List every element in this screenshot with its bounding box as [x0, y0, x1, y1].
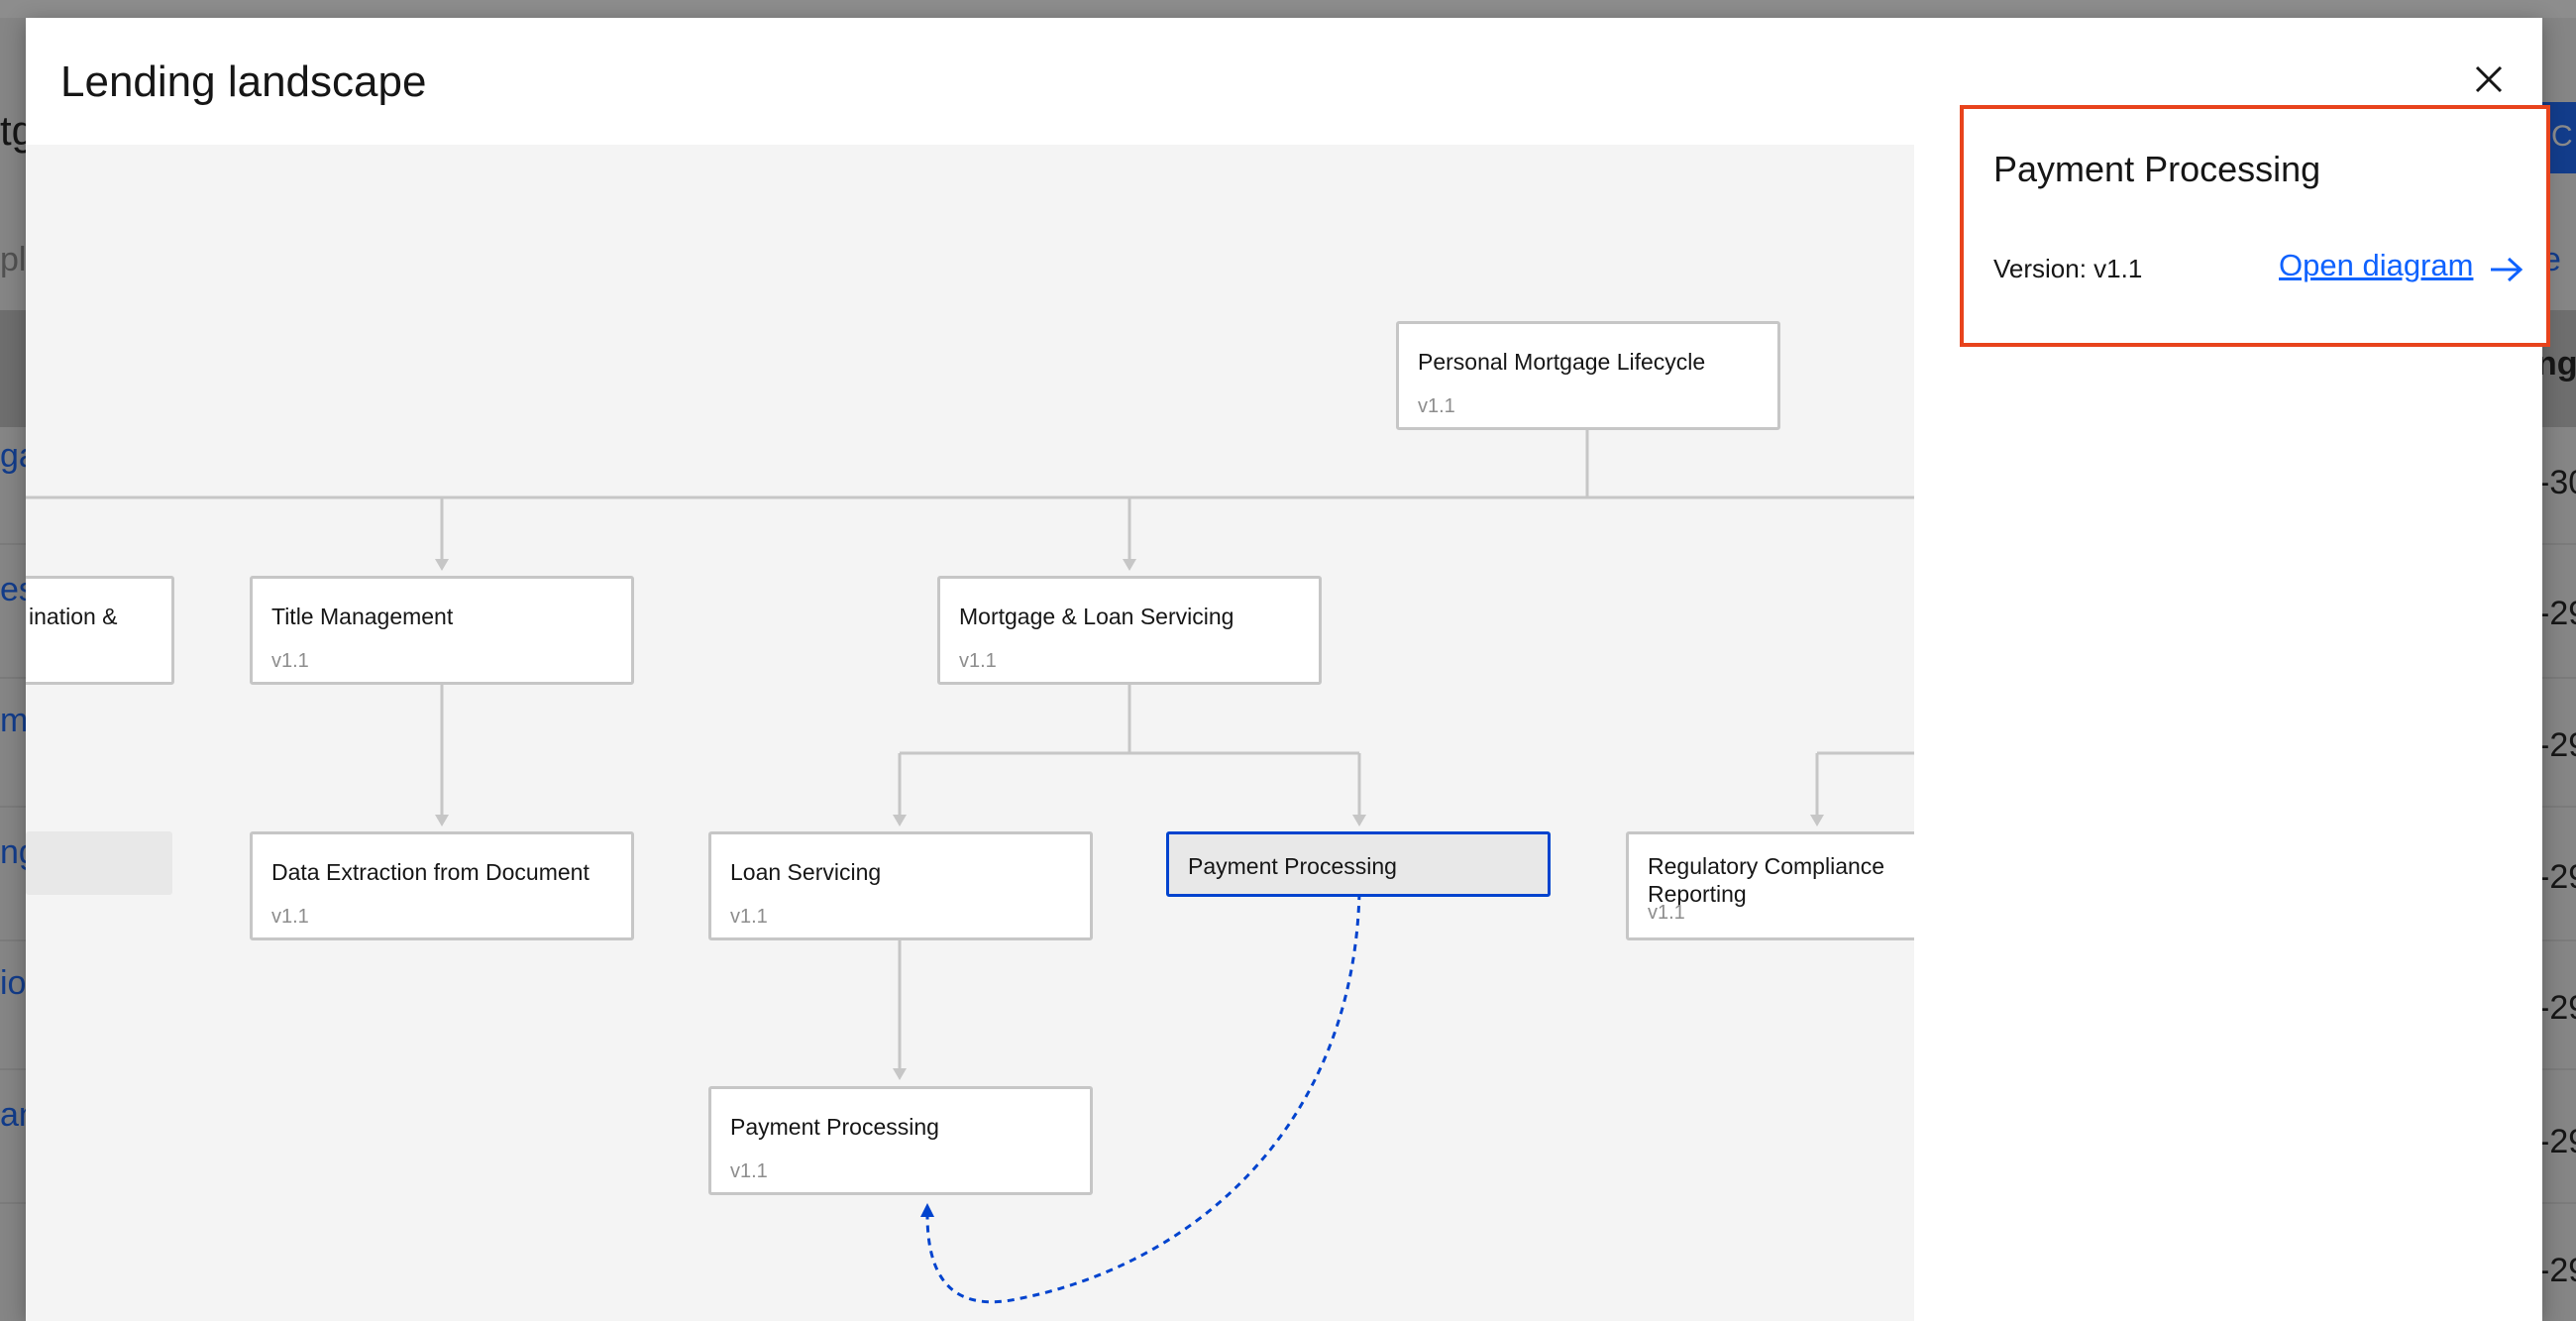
node-version: v1.1 [1418, 395, 1455, 418]
node-loan-servicing[interactable]: Loan Servicing v1.1 [708, 831, 1093, 940]
close-icon [2459, 50, 2519, 109]
details-panel: Payment Processing Version: v1.1 Open di… [1960, 105, 2550, 347]
node-label: Data Extraction from Document [271, 858, 631, 886]
node-placeholder [26, 831, 172, 895]
panel-title: Payment Processing [1993, 149, 2320, 190]
node-version: v1.1 [1648, 902, 1685, 925]
node-personal-mortgage-lifecycle[interactable]: Personal Mortgage Lifecycle v1.1 [1396, 321, 1780, 430]
diagram-canvas[interactable]: Personal Mortgage Lifecycle v1.1 ination… [26, 145, 1914, 1321]
node-label: Loan Servicing [730, 858, 1090, 886]
open-diagram-link[interactable]: Open diagram [2279, 248, 2473, 283]
modal-title: Lending landscape [60, 57, 426, 107]
node-label: Payment Processing [730, 1113, 1090, 1141]
node-version: v1.1 [959, 650, 997, 673]
node-mortgage-loan-servicing[interactable]: Mortgage & Loan Servicing v1.1 [937, 576, 1322, 685]
node-version: v1.1 [271, 650, 309, 673]
node-label: Personal Mortgage Lifecycle [1418, 348, 1777, 376]
node-version: v1.1 [730, 1160, 768, 1183]
node-label: Regulatory Compliance Reporting [1648, 852, 1914, 908]
node-label: ination & [29, 603, 171, 630]
node-regulatory-compliance[interactable]: Regulatory Compliance Reporting v1.1 [1626, 831, 1914, 940]
node-payment-processing[interactable]: Payment Processing v1.1 [708, 1086, 1093, 1195]
node-label: Title Management [271, 603, 631, 630]
close-button[interactable] [2459, 50, 2519, 109]
panel-version: Version: v1.1 [1993, 254, 2142, 284]
node-payment-processing-selected[interactable]: Payment Processing [1166, 831, 1551, 897]
node-label: Mortgage & Loan Servicing [959, 603, 1319, 630]
arrow-right-icon[interactable] [2489, 256, 2524, 283]
node-label: Payment Processing [1188, 852, 1548, 880]
node-title-management[interactable]: Title Management v1.1 [250, 576, 634, 685]
node-origination[interactable]: ination & [26, 576, 174, 685]
node-version: v1.1 [271, 906, 309, 929]
node-data-extraction[interactable]: Data Extraction from Document v1.1 [250, 831, 634, 940]
modal-dialog: Lending landscape [26, 18, 2542, 1321]
node-version: v1.1 [730, 906, 768, 929]
